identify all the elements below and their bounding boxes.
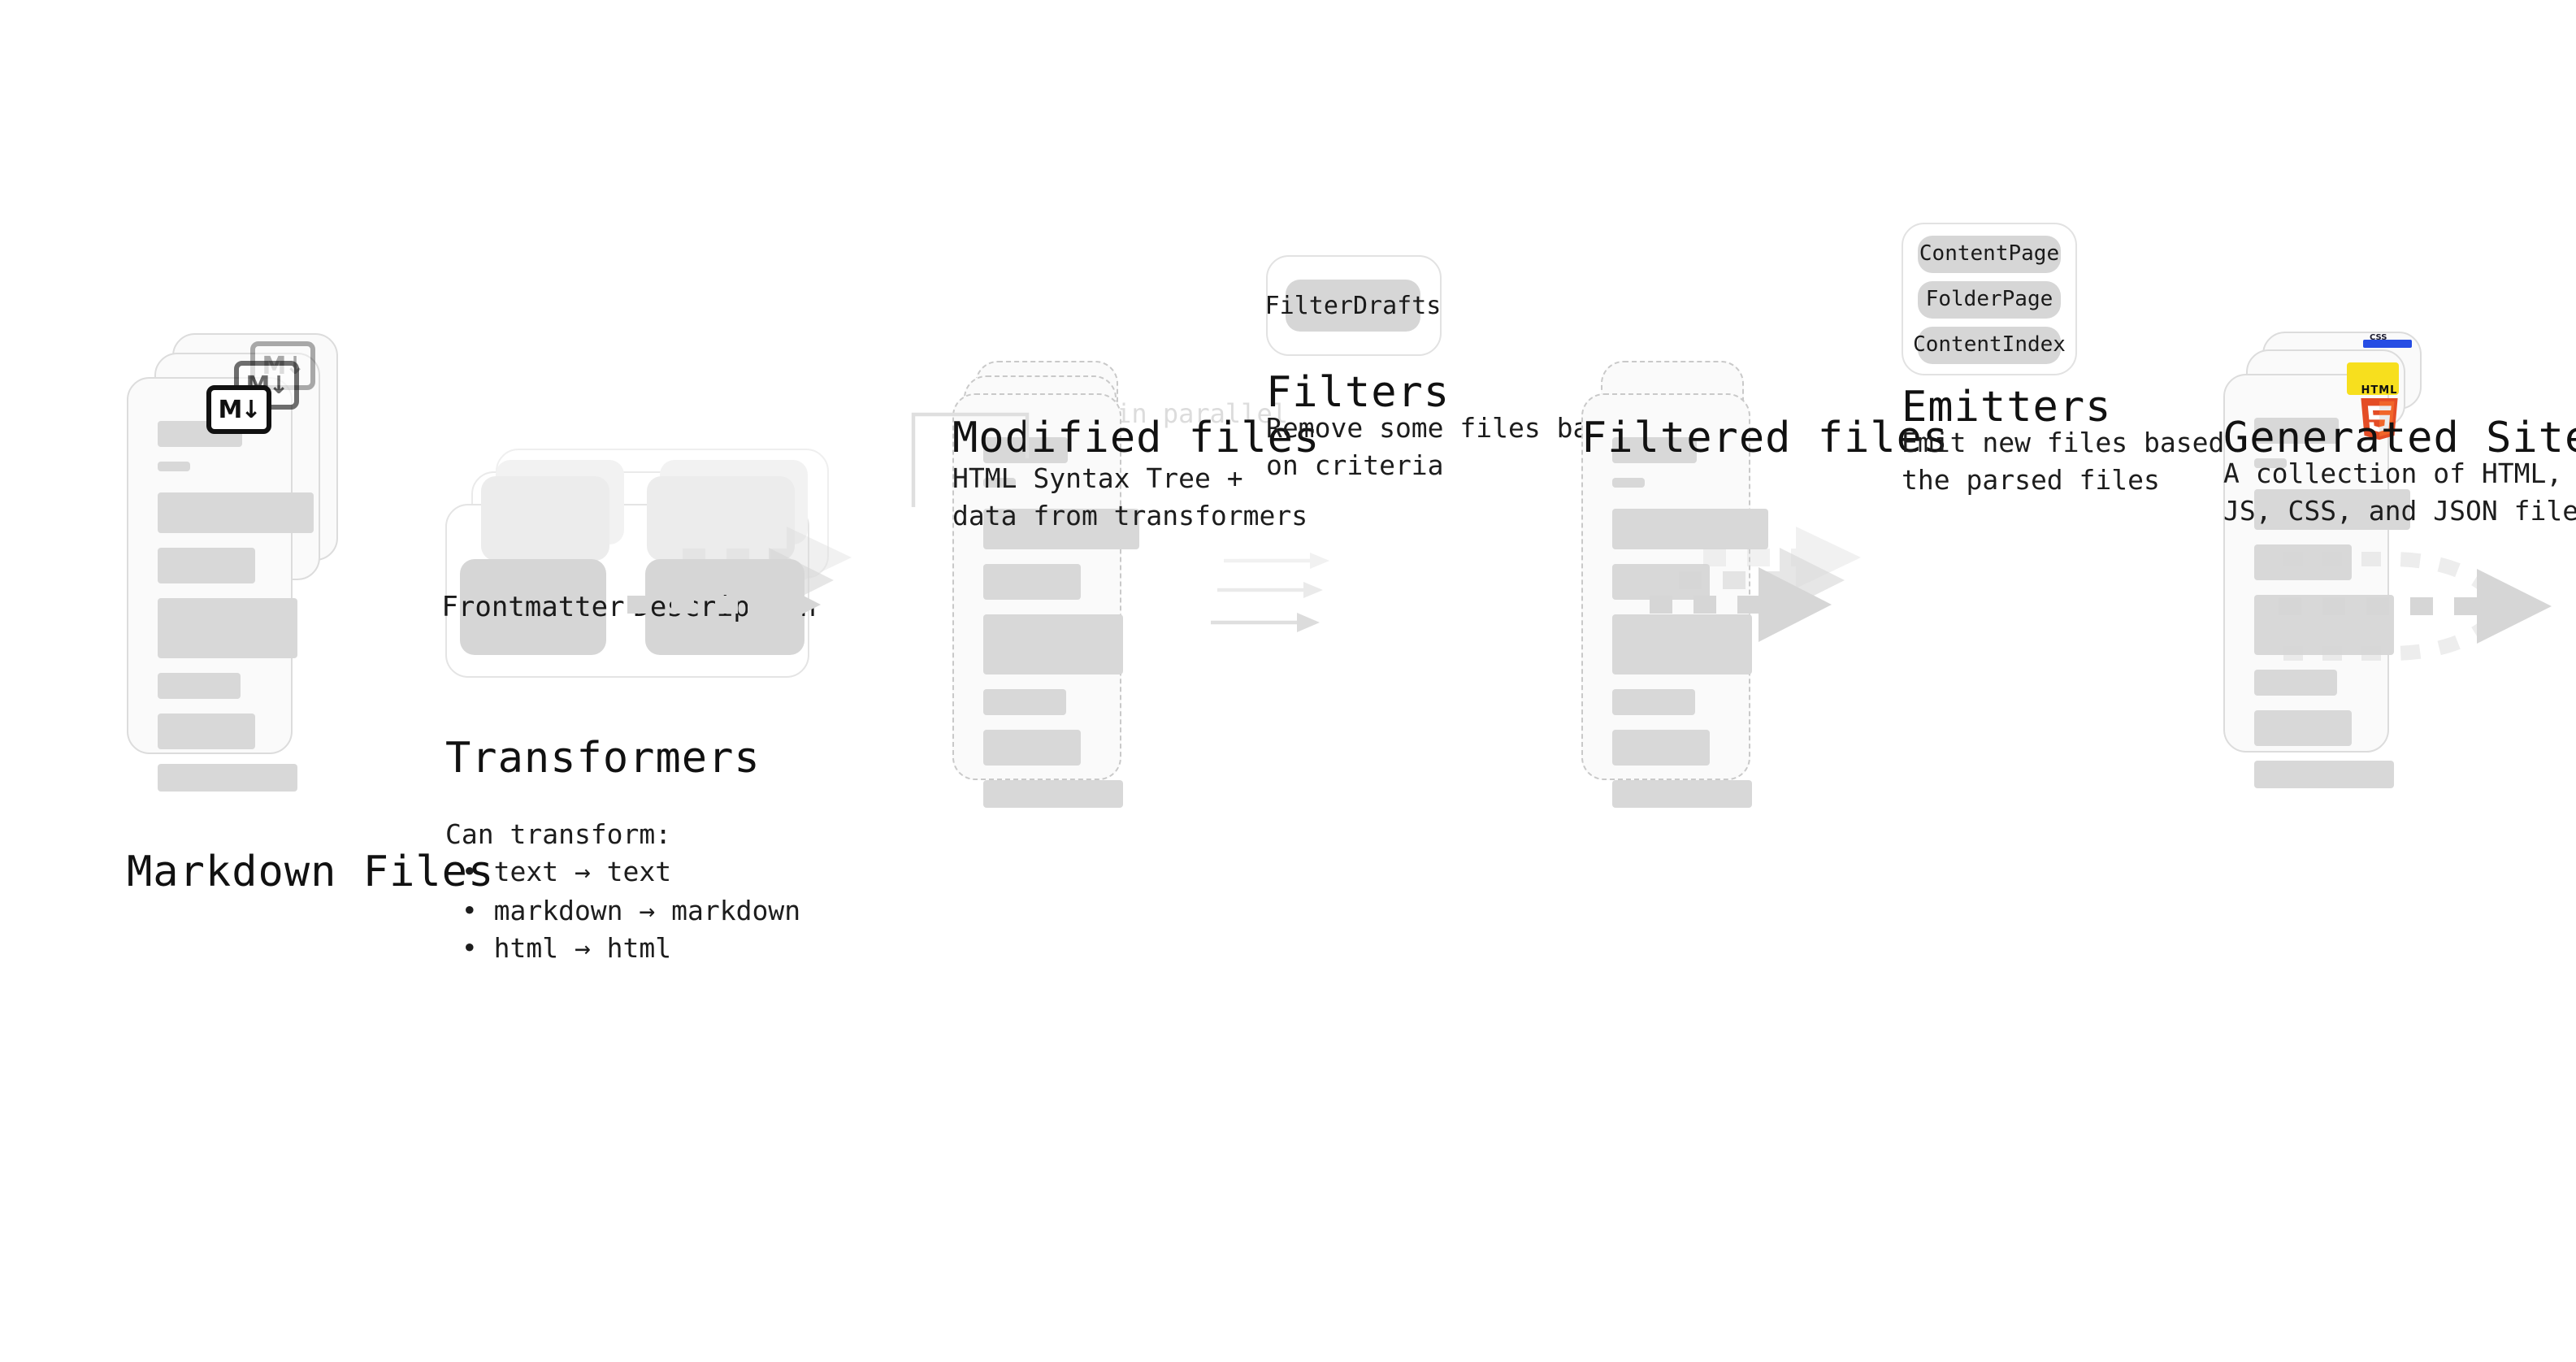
modified-files-description: HTML Syntax Tree + data from transformer… <box>952 463 1308 532</box>
filtered-files-title: Filtered files <box>1581 414 1949 463</box>
markdown-files-title: Markdown Files <box>127 848 495 897</box>
emitters-chip-contentpage[interactable]: ContentPage <box>1918 236 2061 273</box>
arrow-frontmatter-to-description <box>1211 553 1329 632</box>
transformers-chip-description[interactable]: Description <box>633 559 817 655</box>
markdown-file-placeholder-lines <box>158 421 314 806</box>
generated-site-description: A collection of HTML, JS, CSS, and JSON … <box>2223 458 2576 527</box>
filtered-file-placeholder-lines <box>1612 437 1768 822</box>
transformers-description: Can transform: • text → text • markdown … <box>445 819 801 965</box>
filters-description: Remove some files based on criteria <box>1266 413 1637 482</box>
markdown-files-stack: M↓ M↓ M↓ <box>127 333 338 792</box>
emitters-chip-folderpage[interactable]: FolderPage <box>1918 281 2061 319</box>
transformers-title: Transformers <box>445 735 761 783</box>
emitters-description: Emit new files based on the parsed files <box>1902 427 2273 497</box>
html5-shield-icon <box>2361 398 2398 440</box>
transformers-chip-frontmatter[interactable]: Frontmatter <box>441 559 625 655</box>
js-badge <box>2347 362 2399 395</box>
transformers-chip-frontmatter-ghost-mid <box>481 476 609 561</box>
css-badge: CSS <box>2363 333 2412 359</box>
emitters-title: Emitters <box>1902 384 2112 432</box>
transformers-chip-description-ghost-mid <box>647 476 795 561</box>
html5-badge: HTML <box>2355 384 2404 445</box>
generated-site-title: Generated Site <box>2223 414 2576 463</box>
pipeline-diagram: M↓ M↓ M↓ Markdown Files Run in parallel … <box>127 223 2576 965</box>
emitters-chip-contentindex[interactable]: ContentIndex <box>1913 327 2066 364</box>
modified-files-title: Modified files <box>952 414 1321 463</box>
filters-title: Filters <box>1266 369 1451 418</box>
filtered-files-stack <box>1581 361 1793 808</box>
markdown-file-card-front <box>127 377 314 792</box>
markdown-badge-front: M↓ <box>206 385 271 434</box>
filters-chip-filterdrafts[interactable]: FilterDrafts <box>1265 280 1441 332</box>
